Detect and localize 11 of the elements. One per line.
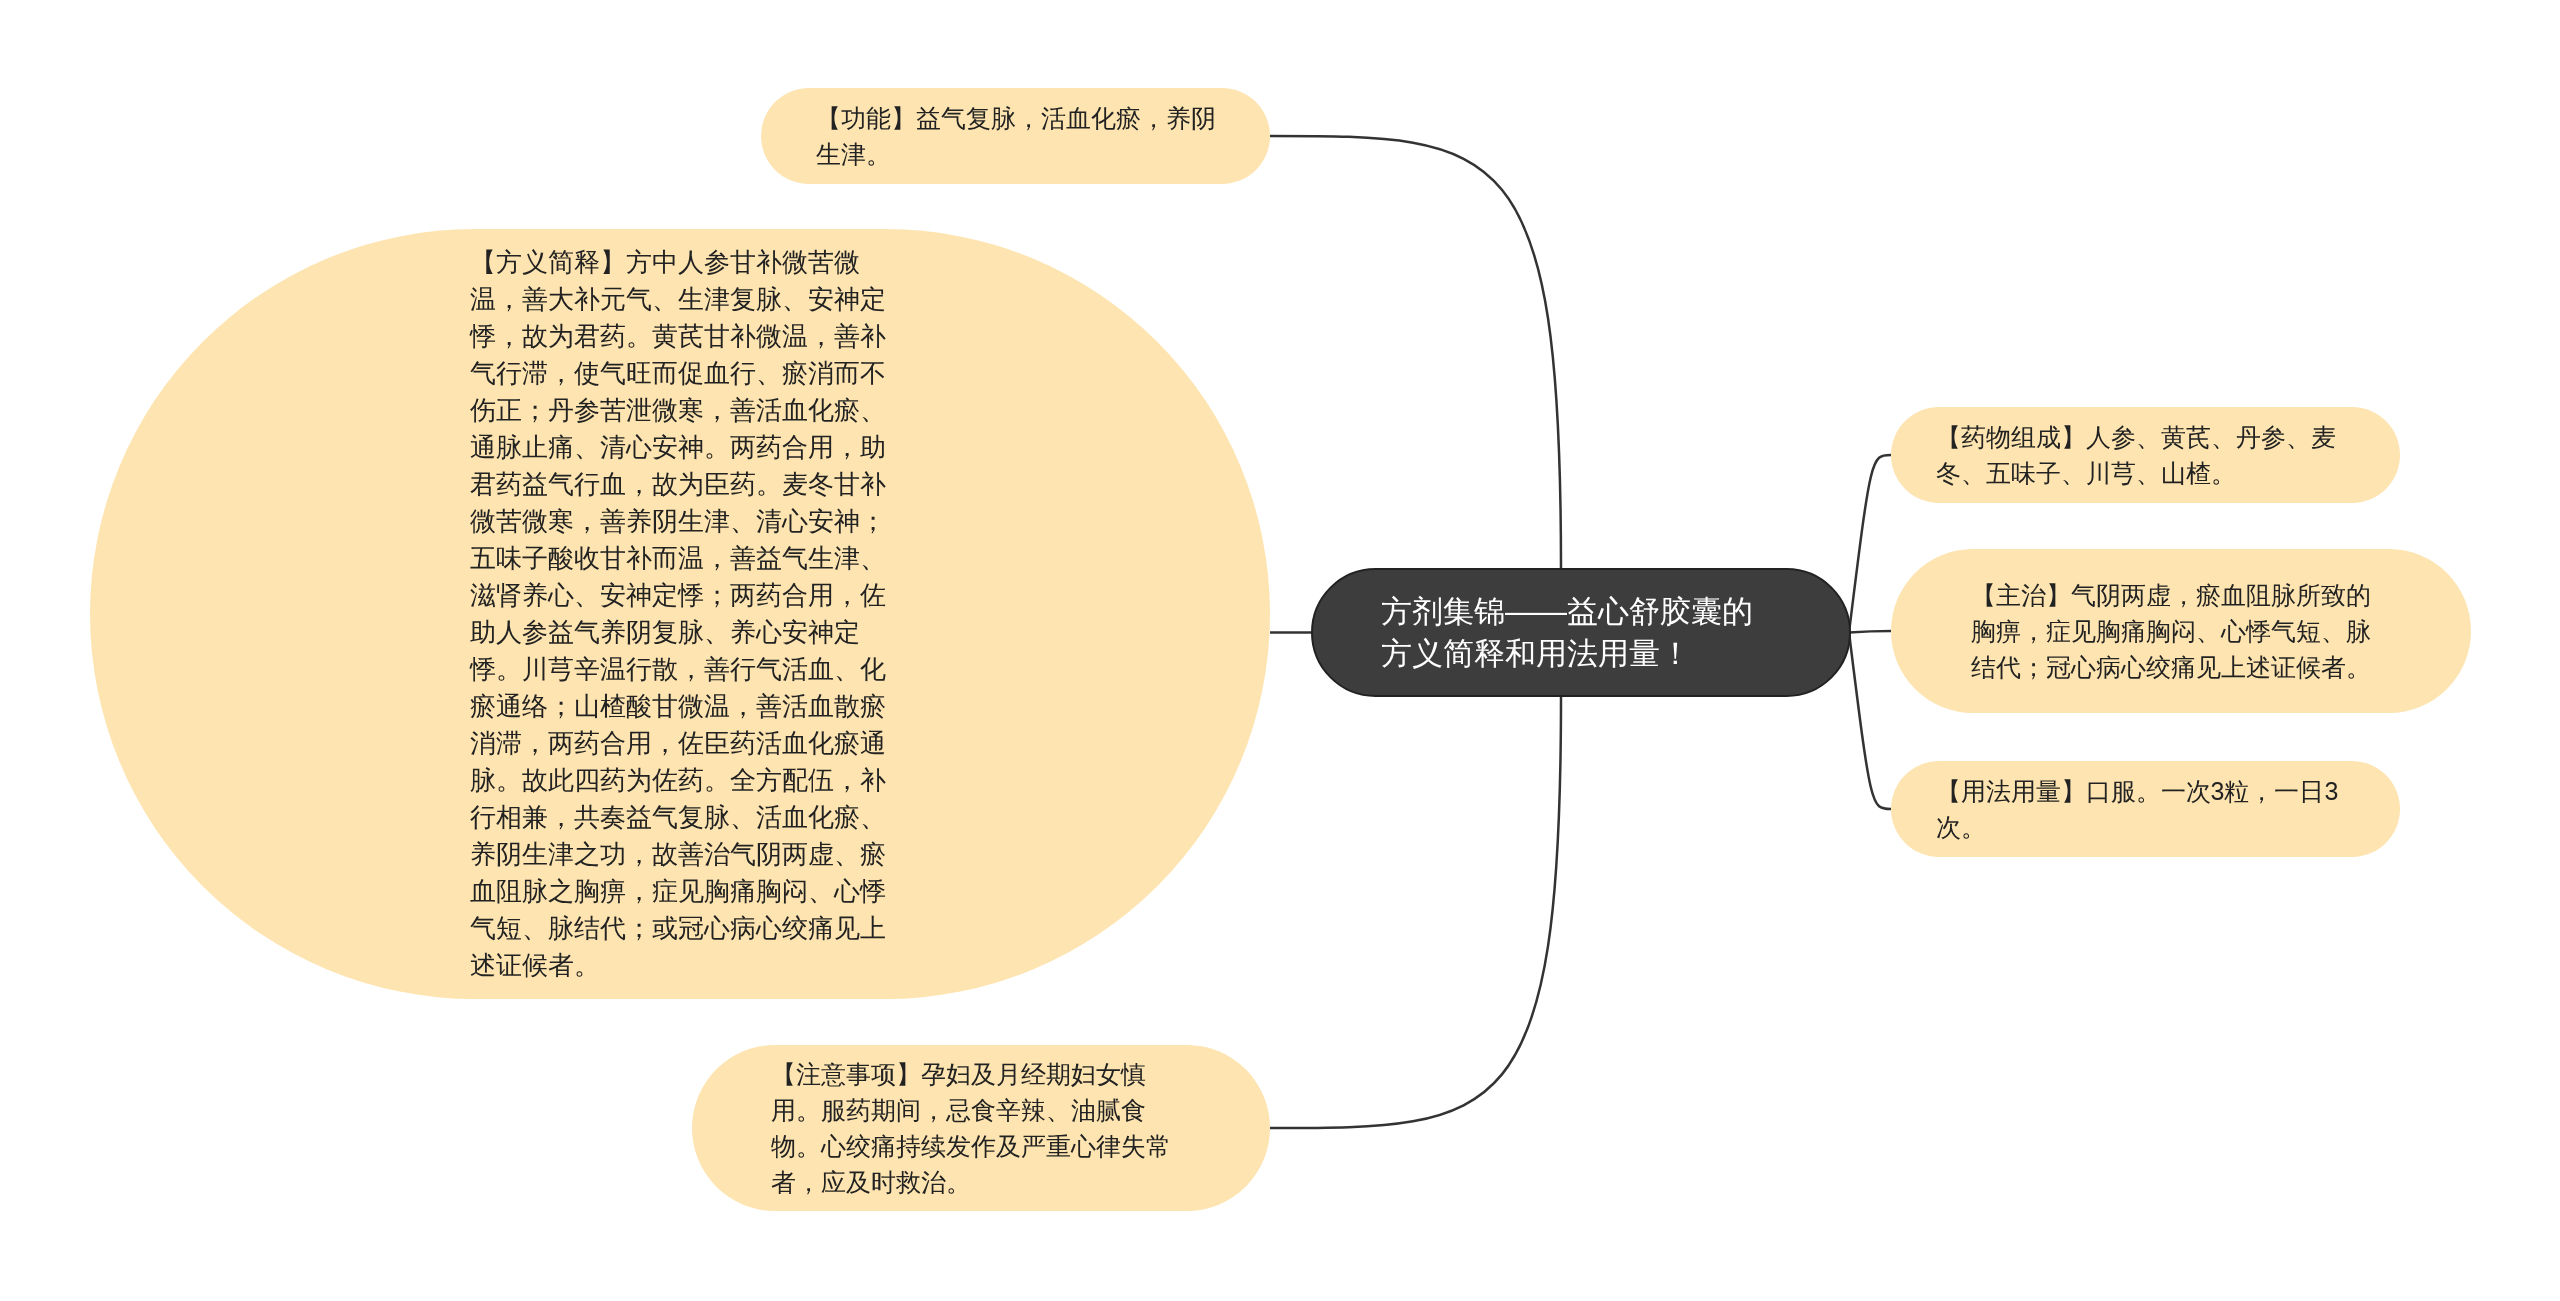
connector-line [1270, 697, 1563, 1130]
connector-line [1270, 134, 1563, 568]
topic-text: 【注意事项】孕妇及月经期妇女慎用。服药期间，忌食辛辣、油腻食物。心绞痛持续发作及严重心律失常者，应及时救治。 [771, 1059, 1172, 1198]
topic-text: 【方义简释】方中人参甘补微苦微温，善大补元气、生津复脉、安神定悸，故为君药。黄芪甘补微温，善补气行滞，使气旺而促血行、瘀消而不伤正；丹参苦泄微寒，善活血化瘀、通脉止痛、清心安神。两药合用，助君药益气行血，故为臣药。麦冬甘补微苦微寒，善养阴生津、清心安神；五味子酸收甘补而温，善益气生津、滋肾养心、安神定悸；两药合用，佐助人参益气养阴复脉、养心安神定悸。川芎辛温行散，善行气活血、化瘀通络；山楂酸甘微温，善活血散瘀消滞，两药合用，佐臣药活血化瘀通脉。故此四药为佐药。全方配伍，补行相兼，共奏益气复脉、活血化瘀、养阴生津之功，故善治气阴两虚、瘀血阻脉之胸痹，症见胸痛胸闷、心悸气短、脉结代；或冠心病心绞痛见上述证候者。 [470, 246, 887, 982]
topic-text: 【药物组成】人参、黄芪、丹参、麦冬、五味子、川芎、山楂。 [1935, 422, 2337, 489]
topic-text: 方剂集锦——益心舒胶囊的方义简释和用法用量！ [1381, 592, 1754, 673]
topic-text: 【功能】益气复脉，活血化瘀，养阴生津。 [815, 103, 1216, 170]
topic-text: 【主治】气阴两虚，瘀血阻脉所致的胸痹，症见胸痛胸闷、心悸气短、脉结代；冠心病心绞痛见上述证候者。 [1971, 580, 2372, 683]
connector-line [1270, 631, 1311, 634]
central-topic [1311, 568, 1851, 697]
topic-text: 【用法用量】口服。一次3粒，一日3次。 [1935, 776, 2340, 843]
